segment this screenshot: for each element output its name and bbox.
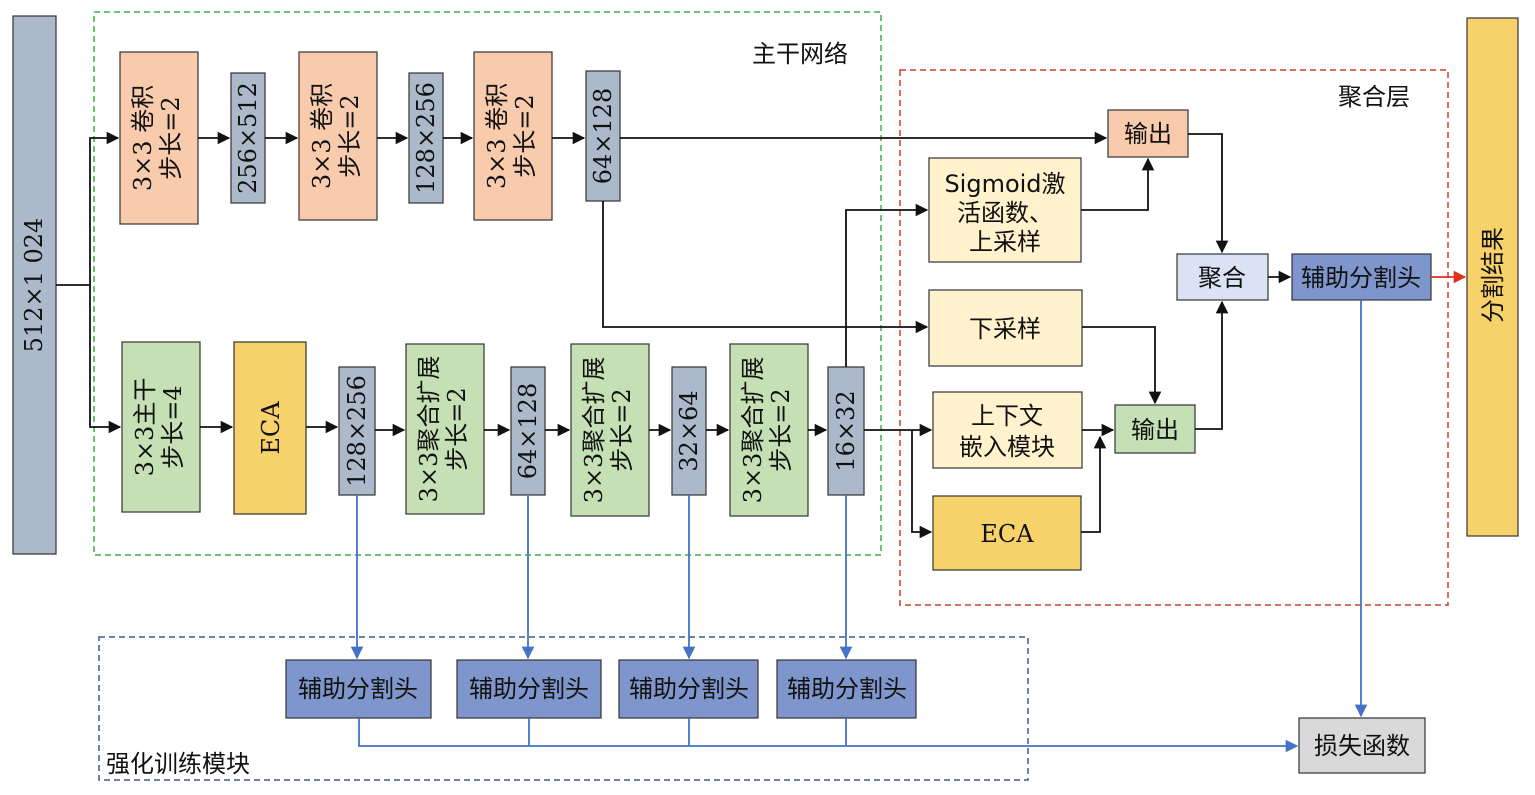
feature-map-64x128-top-label: 64×128 xyxy=(589,88,617,184)
feature-map-128x256-bottom-label: 128×256 xyxy=(343,375,371,487)
aggregate-expand-block-3-line1: 3×3聚合扩展 xyxy=(739,357,767,504)
feature-map-32x64-label: 32×64 xyxy=(675,390,703,471)
eca-block-aggregation-label: ECA xyxy=(980,520,1034,548)
conv-block-1-line2: 步长=2 xyxy=(157,96,185,179)
eca-block-backbone-label: ECA xyxy=(257,401,285,455)
feature-map-16x32 xyxy=(827,366,865,496)
training-title: 强化训练模块 xyxy=(106,750,250,778)
conv-block-1 xyxy=(119,51,199,225)
conv-block-2-line2: 步长=2 xyxy=(336,94,364,177)
main-seg-head xyxy=(1291,253,1432,301)
context-embedding-block xyxy=(932,391,1083,469)
feature-map-64x128-bottom xyxy=(510,366,546,496)
aux-seg-head-1 xyxy=(285,659,432,719)
aggregate-expand-block-3 xyxy=(729,343,809,517)
main-seg-head-label: 辅助分割头 xyxy=(1301,264,1421,292)
input-block xyxy=(12,15,57,555)
aggregate-expand-block-1-line2: 步长=2 xyxy=(443,387,471,470)
feature-map-128x256-top xyxy=(408,72,444,204)
aggregation-region xyxy=(899,69,1449,606)
feature-map-128x256-bottom xyxy=(338,366,376,496)
output-block-bottom-label: 输出 xyxy=(1131,416,1179,444)
conv-block-3-line2: 步长=2 xyxy=(511,94,539,177)
feature-map-32x64 xyxy=(671,366,707,496)
eca-block-aggregation xyxy=(932,495,1082,571)
conv-block-1-line1: 3×3 卷积 xyxy=(129,85,157,191)
backbone-region xyxy=(93,11,882,556)
conv-block-2-line1: 3×3 卷积 xyxy=(308,83,336,189)
aux-seg-head-1-label: 辅助分割头 xyxy=(298,675,418,703)
aggregate-expand-block-1-line1: 3×3聚合扩展 xyxy=(415,356,443,503)
aux-seg-head-3-label: 辅助分割头 xyxy=(629,675,749,703)
aux-seg-head-2-label: 辅助分割头 xyxy=(469,675,589,703)
sigmoid-line1: Sigmoid激 xyxy=(944,170,1065,198)
context-embedding-line1: 上下文 xyxy=(971,402,1043,430)
conv-block-2 xyxy=(298,51,378,221)
sigmoid-block xyxy=(928,157,1082,263)
aggregate-label: 聚合 xyxy=(1198,264,1246,292)
aggregate-expand-block-2-line2: 步长=2 xyxy=(608,388,636,471)
loss-function-block xyxy=(1298,717,1426,774)
stem-block-line2: 步长=4 xyxy=(159,385,187,468)
feature-map-64x128-bottom-label: 64×128 xyxy=(514,383,542,479)
context-embedding-line2: 嵌入模块 xyxy=(959,433,1055,461)
feature-map-256x512-label: 256×512 xyxy=(234,82,262,194)
connectors-blue xyxy=(350,300,1368,753)
conv-block-3 xyxy=(473,51,553,221)
aggregation-title: 聚合层 xyxy=(1338,83,1410,111)
aggregate-expand-block-1 xyxy=(405,343,485,515)
loss-function-label: 损失函数 xyxy=(1314,732,1410,760)
connectors-black xyxy=(56,131,1292,539)
output-label: 分割结果 xyxy=(1479,227,1507,323)
aggregate-expand-block-3-line2: 步长=2 xyxy=(767,388,795,471)
output-block-bottom xyxy=(1114,404,1196,454)
downsample-block xyxy=(928,289,1083,367)
feature-map-64x128-top xyxy=(585,70,621,202)
aggregate-expand-block-2-line1: 3×3聚合扩展 xyxy=(580,357,608,504)
training-region xyxy=(98,636,1029,781)
sigmoid-line2: 活函数、 xyxy=(957,199,1053,227)
downsample-label: 下采样 xyxy=(969,315,1041,343)
aggregate-block xyxy=(1176,253,1269,301)
output-block-top-label: 输出 xyxy=(1124,120,1172,148)
feature-map-256x512 xyxy=(230,72,266,204)
eca-block-backbone xyxy=(233,341,307,515)
stem-block-line1: 3×3主干 xyxy=(131,378,159,477)
feature-map-16x32-label: 16×32 xyxy=(832,390,860,471)
aux-seg-head-4-label: 辅助分割头 xyxy=(787,675,907,703)
aux-seg-head-4 xyxy=(776,659,917,719)
input-label: 512×1 024 xyxy=(20,218,48,353)
aggregate-expand-block-2 xyxy=(570,343,650,517)
stem-block xyxy=(121,341,201,513)
sigmoid-line3: 上采样 xyxy=(969,228,1041,256)
feature-map-128x256-top-label: 128×256 xyxy=(412,82,440,194)
conv-block-3-line1: 3×3 卷积 xyxy=(483,83,511,189)
output-block-top xyxy=(1107,109,1189,158)
backbone-title: 主干网络 xyxy=(752,40,848,68)
output-block xyxy=(1466,17,1519,537)
